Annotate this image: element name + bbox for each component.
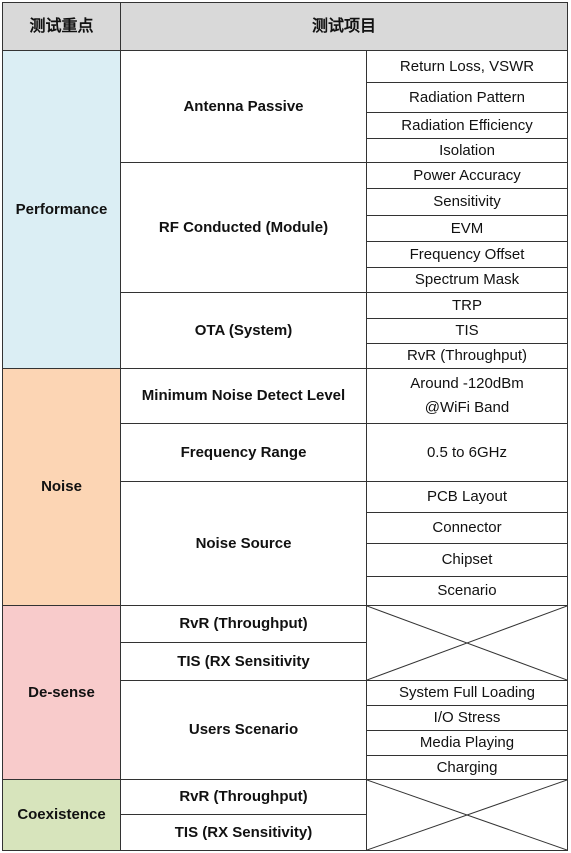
item-radiation-efficiency: Radiation Efficiency (367, 113, 568, 139)
value-minimum-noise-line2: @WiFi Band (424, 399, 510, 416)
item-scenario: Scenario (367, 577, 568, 606)
sub-users-scenario: Users Scenario (121, 681, 367, 780)
category-noise: Noise (2, 369, 121, 606)
value-frequency-range: 0.5 to 6GHz (367, 424, 568, 482)
item-system-full-loading: System Full Loading (367, 681, 568, 706)
category-coexistence: Coexistence (2, 780, 121, 851)
header-test-items: 测试项目 (121, 2, 568, 51)
header-test-focus: 测试重点 (2, 2, 121, 51)
item-io-stress: I/O Stress (367, 706, 568, 731)
sub-rf-conducted: RF Conducted (Module) (121, 163, 367, 293)
cross-mark (367, 606, 567, 680)
item-spectrum-mask: Spectrum Mask (367, 268, 568, 293)
empty-crossed-cell (367, 606, 568, 681)
category-desense: De-sense (2, 606, 121, 780)
item-evm: EVM (367, 216, 568, 242)
item-tis: TIS (367, 319, 568, 344)
item-rvr-throughput: RvR (Throughput) (367, 344, 568, 369)
sub-noise-source: Noise Source (121, 482, 367, 606)
sub-antenna-passive: Antenna Passive (121, 51, 367, 163)
value-minimum-noise: Around -120dBm @WiFi Band (367, 369, 568, 424)
item-charging: Charging (367, 756, 568, 780)
item-power-accuracy: Power Accuracy (367, 163, 568, 189)
sub-desense-rvr: RvR (Throughput) (121, 606, 367, 643)
sub-ota-system: OTA (System) (121, 293, 367, 369)
item-connector: Connector (367, 513, 568, 544)
item-sensitivity: Sensitivity (367, 189, 568, 216)
category-performance: Performance (2, 51, 121, 369)
item-pcb-layout: PCB Layout (367, 482, 568, 513)
item-media-playing: Media Playing (367, 731, 568, 756)
sub-desense-tis: TIS (RX Sensitivity (121, 643, 367, 681)
sub-coex-rvr: RvR (Throughput) (121, 780, 367, 815)
item-trp: TRP (367, 293, 568, 319)
sub-minimum-noise-detect-level: Minimum Noise Detect Level (121, 369, 367, 424)
item-chipset: Chipset (367, 544, 568, 577)
empty-crossed-cell (367, 780, 568, 851)
sub-frequency-range: Frequency Range (121, 424, 367, 482)
item-return-loss: Return Loss, VSWR (367, 51, 568, 83)
value-minimum-noise-line1: Around -120dBm (410, 375, 524, 392)
item-radiation-pattern: Radiation Pattern (367, 83, 568, 113)
cross-mark (367, 780, 567, 850)
sub-coex-tis: TIS (RX Sensitivity) (121, 815, 367, 851)
item-frequency-offset: Frequency Offset (367, 242, 568, 268)
item-isolation: Isolation (367, 139, 568, 163)
